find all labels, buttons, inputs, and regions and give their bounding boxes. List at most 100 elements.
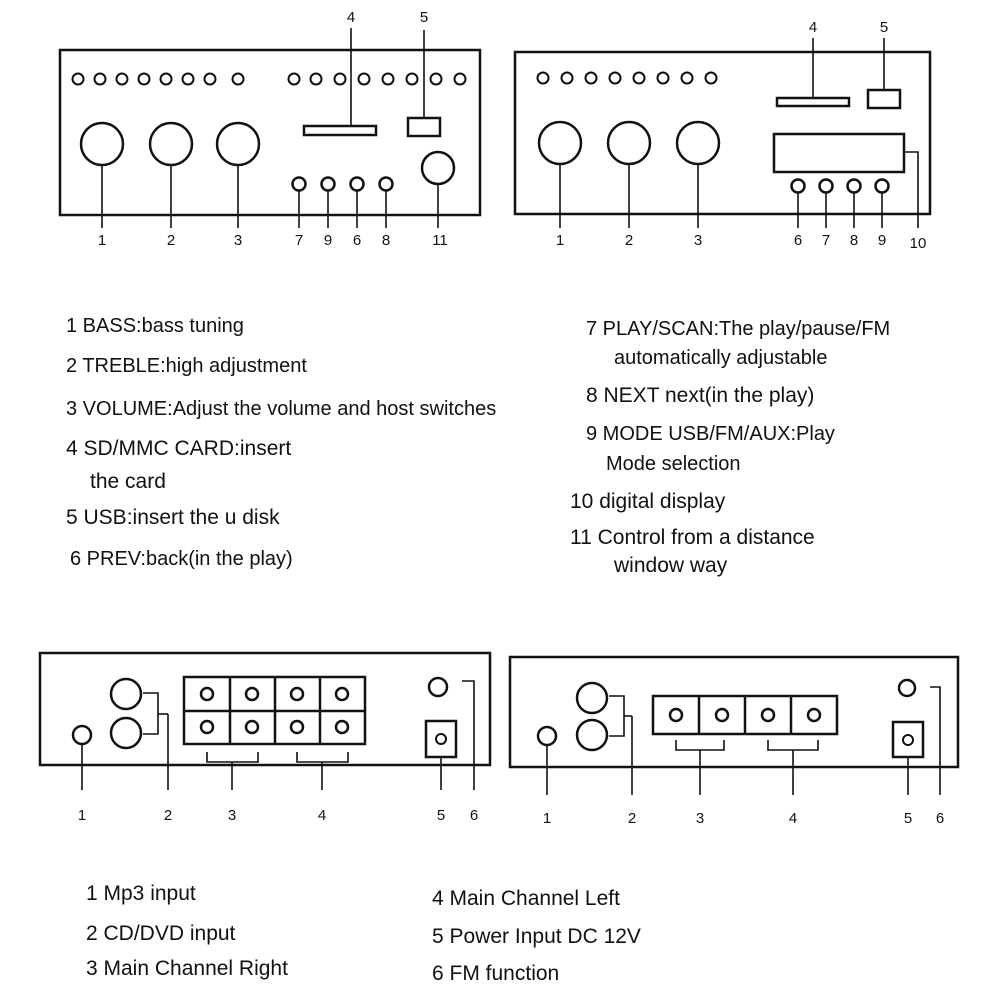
volume-knob bbox=[215, 121, 261, 167]
usb-port bbox=[406, 116, 442, 138]
legend-line: 9 MODE USB/FM/AUX:Play bbox=[586, 423, 835, 445]
legend-line: the card bbox=[90, 470, 166, 493]
legend-line: automatically adjustable bbox=[614, 347, 827, 369]
rca-jack-bottom bbox=[109, 716, 143, 750]
callout-number: 2 bbox=[167, 232, 175, 249]
treble-knob bbox=[148, 121, 194, 167]
prev-button bbox=[790, 178, 806, 194]
callout-number: 3 bbox=[696, 810, 704, 827]
rca-jack-top bbox=[109, 677, 143, 711]
legend-line: 8 NEXT next(in the play) bbox=[586, 384, 814, 407]
bass-knob bbox=[537, 120, 583, 166]
legend-line: 7 PLAY/SCAN:The play/pause/FM bbox=[586, 318, 890, 340]
prev-button bbox=[349, 176, 365, 192]
legend-line: 11 Control from a distance bbox=[570, 526, 815, 549]
legend-line: 6 PREV:back(in the play) bbox=[70, 548, 293, 570]
legend-line: 1 BASS:bass tuning bbox=[66, 315, 244, 337]
mode-button bbox=[874, 178, 890, 194]
panel-outline bbox=[58, 48, 482, 217]
callout-number: 11 bbox=[432, 232, 448, 249]
legend-line: 10 digital display bbox=[570, 490, 726, 513]
rca-jack-bottom bbox=[575, 718, 609, 752]
back-panel-left bbox=[38, 651, 492, 790]
callout-number: 10 bbox=[910, 235, 927, 252]
callout-number: 3 bbox=[234, 232, 242, 249]
back-legend-left: 1 Mp3 input 2 CD/DVD input 3 Main Channe… bbox=[86, 882, 288, 980]
callout-number: 6 bbox=[794, 232, 802, 249]
callout-number: 2 bbox=[628, 810, 636, 827]
callout-number: 6 bbox=[936, 810, 944, 827]
next-button bbox=[846, 178, 862, 194]
callout-number: 3 bbox=[228, 807, 236, 824]
legend-line: 4 Main Channel Left bbox=[432, 887, 620, 910]
callout-number: 1 bbox=[98, 232, 106, 249]
treble-knob bbox=[606, 120, 652, 166]
callout-number: 1 bbox=[556, 232, 564, 249]
legend-line: 2 CD/DVD input bbox=[86, 922, 236, 945]
callout-number: 1 bbox=[543, 810, 551, 827]
callout-number: 5 bbox=[420, 9, 428, 26]
legend-line: 3 Main Channel Right bbox=[86, 957, 288, 980]
speaker-terminal-block bbox=[651, 694, 839, 736]
legend-line: 3 VOLUME:Adjust the volume and host swit… bbox=[66, 398, 496, 420]
callout-number: 5 bbox=[904, 810, 912, 827]
callout-number: 2 bbox=[625, 232, 633, 249]
callout-number: 6 bbox=[470, 807, 478, 824]
callout-number: 5 bbox=[880, 19, 888, 36]
power-input-socket bbox=[891, 720, 925, 759]
front-panel-left bbox=[58, 28, 482, 228]
sd-card-slot bbox=[302, 124, 378, 137]
callout-number: 3 bbox=[694, 232, 702, 249]
front-legend-left: 1 BASS:bass tuning 2 TREBLE:high adjustm… bbox=[66, 315, 496, 570]
panel-outline bbox=[508, 655, 960, 769]
mode-button bbox=[320, 176, 336, 192]
led-row-right bbox=[536, 71, 718, 85]
back-panel-right bbox=[508, 655, 960, 795]
mp3-input-jack bbox=[536, 725, 558, 747]
front-panel-right bbox=[513, 38, 932, 228]
legend-line: 5 Power Input DC 12V bbox=[432, 925, 641, 948]
callout-number: 7 bbox=[822, 232, 830, 249]
fm-antenna-jack bbox=[427, 676, 449, 698]
speaker-terminal-block bbox=[182, 675, 367, 746]
callout-number: 8 bbox=[850, 232, 858, 249]
sd-card-slot bbox=[775, 96, 851, 108]
power-input-socket bbox=[424, 719, 458, 759]
callout-number: 6 bbox=[353, 232, 361, 249]
legend-line: 4 SD/MMC CARD:insert bbox=[66, 437, 291, 460]
usb-port bbox=[866, 88, 902, 110]
mp3-input-jack bbox=[71, 724, 93, 746]
callout-number: 7 bbox=[295, 232, 303, 249]
rca-jack-top bbox=[575, 681, 609, 715]
callout-number: 4 bbox=[318, 807, 326, 824]
legend-line: 6 FM function bbox=[432, 962, 559, 985]
play-scan-button bbox=[818, 178, 834, 194]
callout-number: 9 bbox=[324, 232, 332, 249]
ir-receiver bbox=[420, 150, 456, 186]
callout-number: 4 bbox=[347, 9, 355, 26]
legend-line: 5 USB:insert the u disk bbox=[66, 506, 280, 529]
callout-number: 5 bbox=[437, 807, 445, 824]
callout-number: 1 bbox=[78, 807, 86, 824]
legend-line: 1 Mp3 input bbox=[86, 882, 196, 905]
play-scan-button bbox=[291, 176, 307, 192]
digital-display bbox=[772, 132, 906, 174]
volume-knob bbox=[675, 120, 721, 166]
leader-lines bbox=[559, 38, 919, 228]
front-legend-right: 7 PLAY/SCAN:The play/pause/FM automatica… bbox=[570, 318, 890, 577]
back-legend-right: 4 Main Channel Left 5 Power Input DC 12V… bbox=[432, 887, 641, 985]
fm-antenna-jack bbox=[897, 678, 917, 698]
legend-line: window way bbox=[613, 554, 728, 577]
callout-number: 9 bbox=[878, 232, 886, 249]
bass-knob bbox=[79, 121, 125, 167]
panel-outline bbox=[513, 50, 932, 216]
callout-number: 4 bbox=[789, 810, 797, 827]
legend-line: Mode selection bbox=[606, 453, 741, 475]
legend-line: 2 TREBLE:high adjustment bbox=[66, 355, 307, 377]
leader-lines bbox=[101, 28, 439, 228]
next-button bbox=[378, 176, 394, 192]
callout-number: 8 bbox=[382, 232, 390, 249]
led-row-left bbox=[71, 72, 467, 86]
callout-number: 2 bbox=[164, 807, 172, 824]
